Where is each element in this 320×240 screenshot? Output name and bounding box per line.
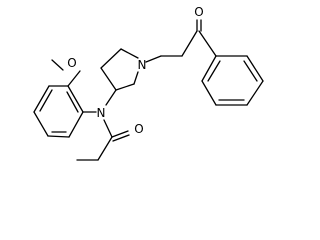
ring-nitrogen-label: N xyxy=(138,58,147,72)
ketone-oxygen-label: O xyxy=(194,5,203,19)
amide-oxygen-label: O xyxy=(134,122,143,136)
methoxyphenyl-ring xyxy=(33,85,84,138)
atom-labels: O N O N O xyxy=(67,5,203,136)
oxygen-to-ring-bond xyxy=(67,70,81,87)
propanone-chain xyxy=(145,19,217,63)
methoxy-oxygen-label: O xyxy=(67,56,76,70)
methoxy-group xyxy=(51,59,81,87)
molecule-canvas: O N O N O xyxy=(33,5,264,161)
propanamide-group xyxy=(76,119,130,161)
structure-diagram: O N O N O xyxy=(33,5,264,161)
nitrogen-to-pyrrolidine-bond xyxy=(105,89,117,106)
amide-nitrogen-label: N xyxy=(97,106,106,120)
pyrrolidine-ring xyxy=(100,48,139,91)
phenyl-ring xyxy=(201,55,264,106)
methyl-to-oxygen-bond xyxy=(51,59,64,71)
